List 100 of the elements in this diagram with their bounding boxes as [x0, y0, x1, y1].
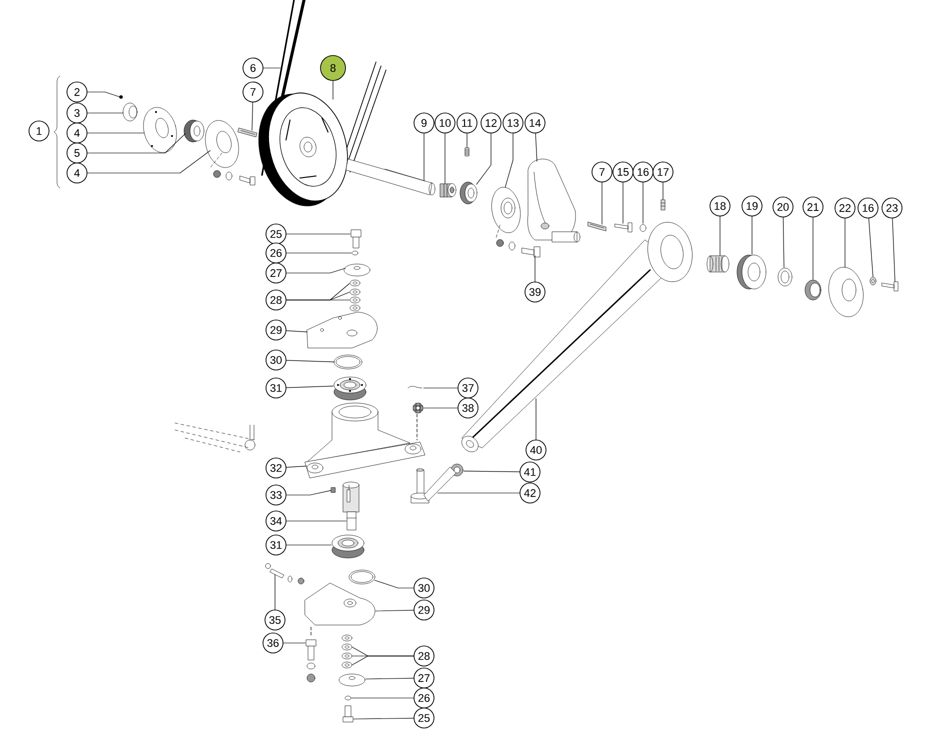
callout-number: 38	[458, 398, 478, 418]
callout-number: 26	[414, 688, 434, 708]
callout-number: 28	[266, 290, 286, 310]
callout-number: 41	[520, 462, 540, 482]
leader-line	[365, 678, 414, 680]
cotter-pin	[408, 386, 422, 388]
washer	[350, 288, 360, 296]
sleeve	[706, 256, 730, 272]
leader-line	[812, 217, 814, 280]
callout-number: 16	[858, 198, 878, 218]
pulley	[258, 92, 348, 206]
shaft	[342, 482, 360, 530]
sleeve	[440, 183, 456, 198]
leader-line	[375, 610, 414, 612]
bolt	[350, 230, 362, 248]
key	[238, 128, 258, 138]
bolt	[882, 282, 898, 292]
callout-number: 20	[772, 196, 794, 218]
castle-nut	[412, 402, 424, 414]
leader-line	[642, 182, 644, 224]
nut	[122, 102, 138, 122]
callout-number: 6	[242, 58, 264, 78]
leader-line	[892, 218, 896, 282]
leader-line	[466, 133, 468, 148]
leader-line	[374, 580, 414, 588]
bearing	[736, 254, 766, 290]
housing	[528, 158, 580, 242]
set-screw	[464, 148, 470, 156]
washer	[342, 662, 352, 668]
pin	[331, 487, 336, 493]
callout-number: 13	[502, 112, 524, 134]
threaded-rod	[410, 466, 456, 504]
callout-number: 16	[632, 162, 654, 182]
callout-number: 15	[612, 162, 634, 182]
callout-number: 42	[520, 482, 540, 504]
callout-number: 7	[242, 82, 264, 102]
callout-number: 22	[834, 198, 856, 218]
callout-number: 12	[480, 112, 502, 134]
callout-number: 7	[592, 162, 612, 182]
callout-number: 27	[266, 262, 286, 284]
leader-line	[87, 132, 145, 134]
callout-number: 19	[742, 196, 762, 216]
callout-number: 36	[262, 632, 284, 654]
ring	[460, 182, 478, 204]
bolt	[306, 640, 316, 660]
callout-number: 2	[66, 82, 88, 102]
leader-line	[504, 133, 514, 188]
flange	[491, 187, 521, 233]
callout-number: 25	[414, 708, 434, 728]
callout-number: 27	[414, 668, 434, 688]
leader-line	[353, 718, 414, 720]
key	[588, 222, 606, 232]
callout-number: 35	[264, 610, 286, 630]
callout-number: 39	[524, 282, 546, 302]
callout-number: 9	[414, 112, 434, 134]
washer	[350, 280, 360, 286]
leader-line	[274, 574, 276, 610]
callout-number: 17	[652, 162, 674, 182]
callout-number: 11	[456, 112, 478, 134]
plate	[205, 120, 239, 168]
callout-number: 4	[66, 122, 88, 144]
callout-number: 5	[66, 142, 88, 164]
bolt	[342, 706, 354, 722]
leader-line	[444, 133, 446, 184]
leader-line	[286, 386, 334, 388]
callout-number: 33	[266, 484, 286, 506]
callout-number: 8	[320, 55, 346, 81]
leader-line	[534, 255, 536, 282]
leader-line	[310, 626, 312, 638]
plate	[143, 107, 177, 153]
leader-line	[463, 470, 520, 472]
nut	[804, 280, 822, 300]
shaft	[346, 158, 436, 196]
nut	[352, 250, 358, 256]
leader-line	[286, 330, 308, 332]
callout-number: 3	[66, 102, 88, 124]
callout-number: 32	[266, 458, 286, 478]
callout-number: 18	[710, 196, 730, 216]
leader-line	[286, 520, 347, 522]
bolt	[265, 563, 284, 578]
plate	[306, 312, 378, 348]
leader-line	[286, 466, 307, 468]
leader-line	[535, 133, 538, 162]
leader-line	[622, 182, 624, 224]
leader-line	[87, 133, 186, 154]
pin	[660, 200, 666, 210]
bearing	[334, 376, 366, 400]
leader-line	[332, 80, 334, 100]
leader-line	[286, 544, 332, 546]
leader-line	[416, 414, 418, 440]
leader-line	[286, 360, 335, 362]
callout-number: 23	[882, 198, 902, 218]
ring	[348, 570, 376, 584]
leader-line	[868, 218, 874, 277]
callout-number: 10	[434, 112, 456, 134]
leader-line	[252, 102, 254, 131]
screw	[119, 95, 123, 99]
leader-line	[87, 150, 211, 174]
bearing	[184, 120, 204, 142]
leader-line	[283, 642, 306, 644]
